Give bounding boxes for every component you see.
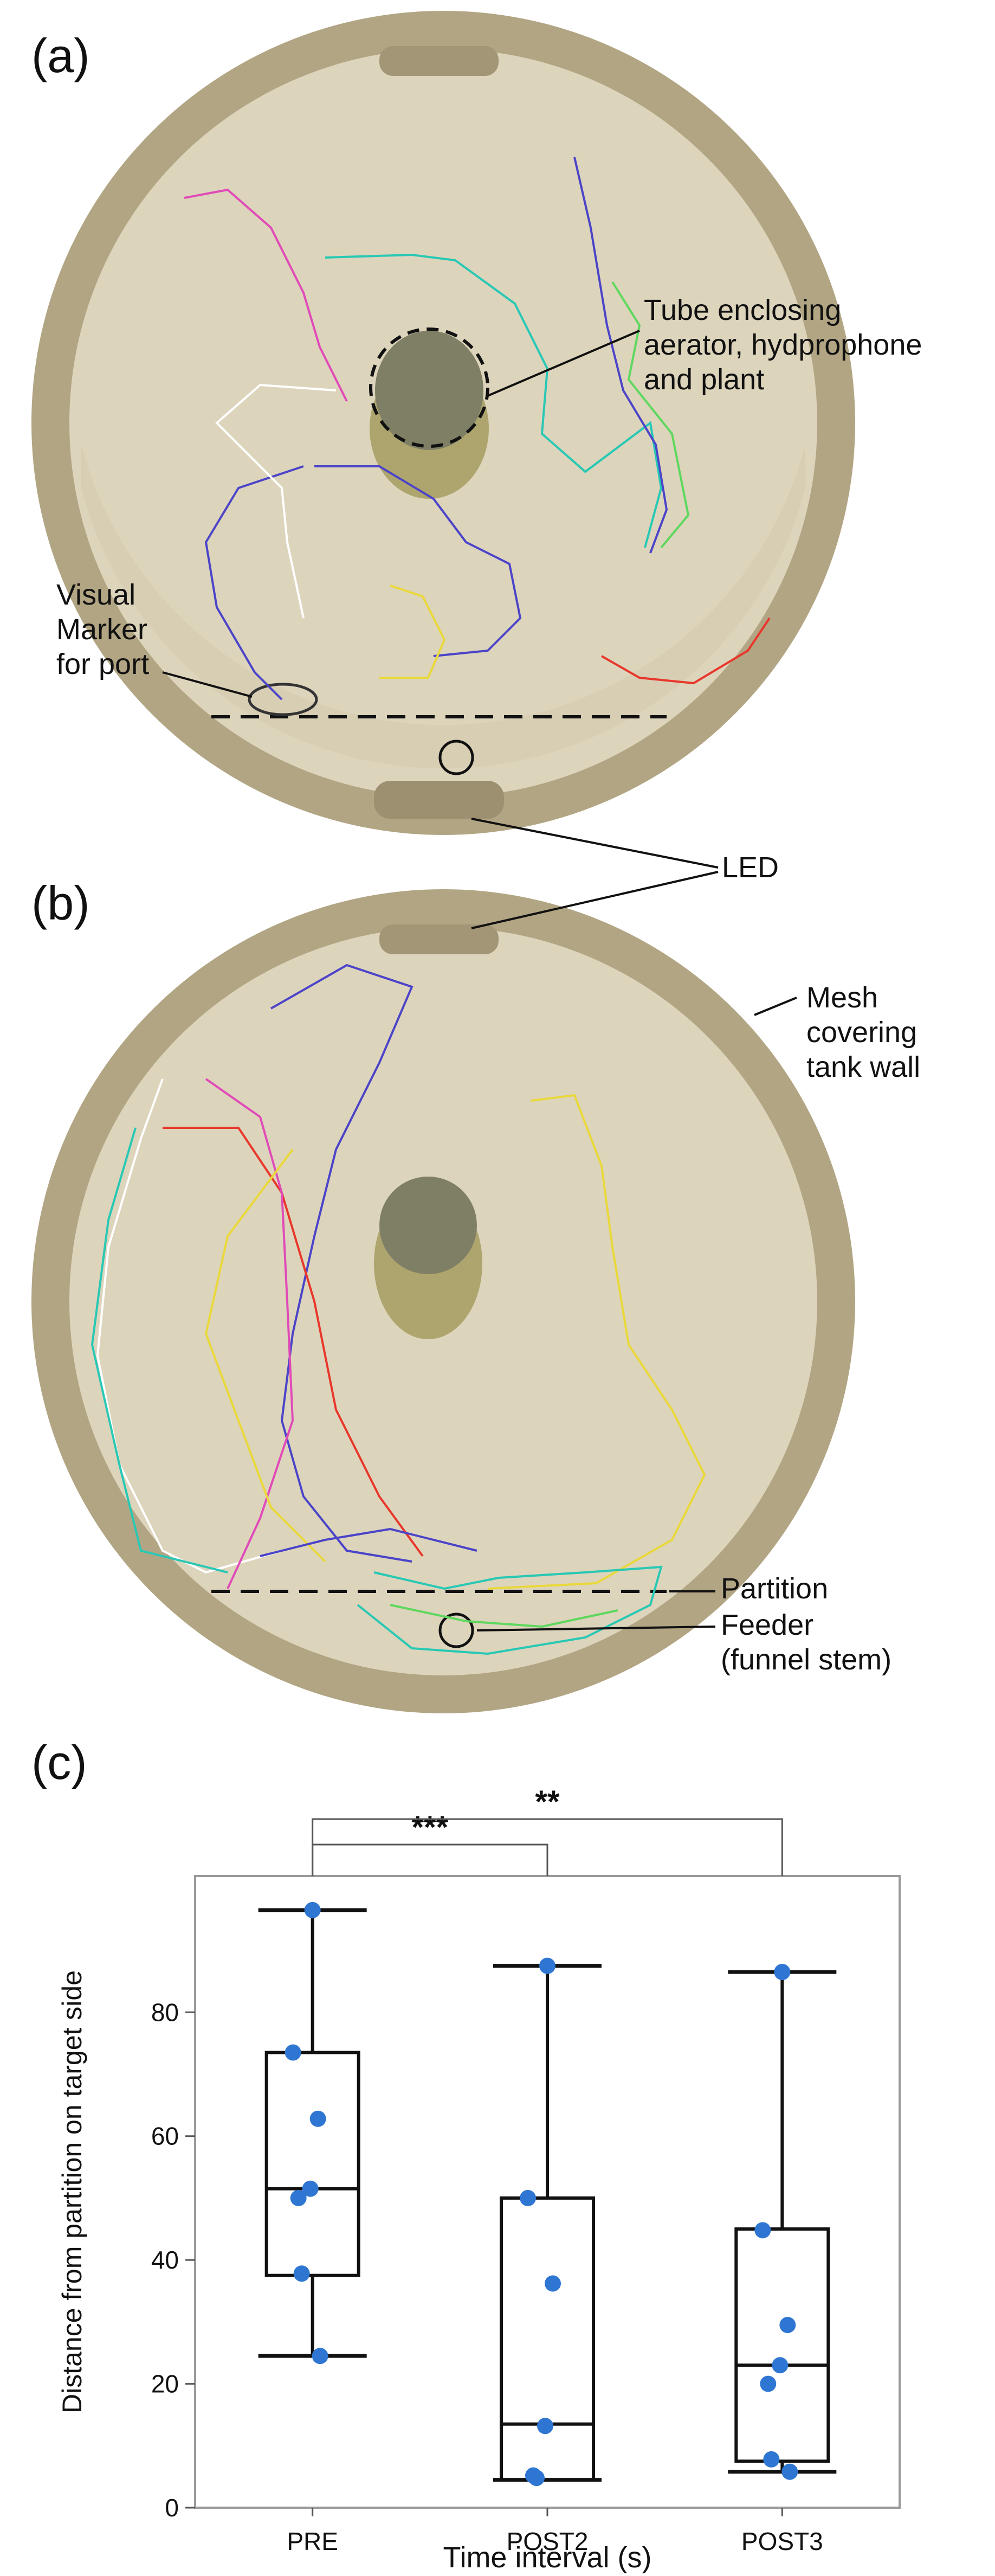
tank-a-trajectories [184, 157, 771, 701]
data-point [772, 2357, 789, 2374]
mesh-leader-line [754, 997, 797, 1016]
panel-label-c: (c) [31, 1736, 87, 1789]
tank-b-trajectories [91, 963, 706, 1655]
y-tick-label: 80 [151, 1998, 179, 2026]
panel-label-a: (a) [31, 29, 90, 82]
data-point [781, 2463, 798, 2480]
data-point [774, 1964, 791, 1981]
bracket-line [312, 1843, 548, 1876]
data-point [545, 2275, 561, 2292]
y-tick-label: 40 [151, 2246, 179, 2274]
data-point [760, 2375, 777, 2392]
iqr-box [264, 2051, 360, 2277]
tank-a-tube-dashed-circle [369, 327, 489, 448]
tank-b [31, 889, 855, 1713]
x-axis: PRE POST2 POST3 [287, 2508, 823, 2555]
mesh-callout-line-1: Mesh [806, 981, 878, 1014]
partition-callout: Partition [721, 1572, 829, 1605]
tank-a-top-shadow [379, 46, 499, 76]
tube-callout: Tube enclosing aerator, hydprophone and … [644, 293, 922, 397]
visual-marker-callout-line-1: Visual [56, 579, 136, 611]
tank-a-feeder [438, 740, 474, 775]
visual-marker-callout: Visual Marker for port [56, 577, 149, 682]
significance-brackets: ***** [312, 1784, 783, 1876]
x-tick-label: PRE [287, 2527, 338, 2555]
y-axis: 0 20 40 60 80 [151, 1998, 195, 2522]
y-tick-label: 20 [151, 2370, 179, 2398]
data-point [528, 2470, 545, 2487]
plot-frame [194, 1875, 901, 2509]
tube-leader-line [487, 330, 640, 397]
tank-b-tube [379, 1177, 477, 1274]
panel-label-b: (b) [31, 876, 90, 930]
mesh-callout: Mesh covering tank wall [806, 980, 920, 1084]
data-point [302, 2180, 319, 2197]
data-point [539, 1957, 555, 1974]
mesh-callout-line-3: tank wall [806, 1051, 921, 1083]
data-point [309, 2110, 326, 2127]
visual-marker-callout-line-3: for port [56, 648, 150, 680]
tank-a-visual-marker [248, 683, 318, 716]
x-axis-label: Time interval (s) [443, 2541, 651, 2574]
tube-callout-line-3: and plant [644, 363, 765, 396]
visual-marker-leader-line [162, 671, 253, 698]
feeder-callout-line-1: Feeder [721, 1609, 814, 1641]
y-tick-label: 60 [151, 2122, 179, 2150]
led-callout: LED [722, 851, 779, 884]
feeder-callout: Feeder (funnel stem) [721, 1608, 891, 1677]
significance-label: ** [535, 1784, 560, 1820]
significance-label: *** [411, 1810, 448, 1845]
significance-bracket: *** [312, 1810, 548, 1876]
led-leader-line-a [471, 818, 719, 869]
data-point [520, 2189, 536, 2206]
mesh-callout-line-2: covering [806, 1016, 918, 1049]
y-tick-label: 0 [165, 2494, 179, 2522]
tank-b-feeder [438, 1613, 474, 1648]
feeder-leader-line [476, 1626, 716, 1631]
data-point [525, 2467, 541, 2484]
boxes [258, 1902, 837, 2487]
tube-callout-line-2: aerator, hydprophone [644, 329, 922, 361]
visual-marker-callout-line-2: Marker [56, 613, 148, 646]
tank-a-tube [375, 331, 483, 450]
tube-callout-line-1: Tube enclosing [644, 294, 842, 326]
data-point [779, 2317, 796, 2334]
feeder-callout-line-2: (funnel stem) [721, 1643, 892, 1676]
iqr-box [734, 2227, 830, 2463]
y-axis-label: Distance from partition on target side [57, 1970, 87, 2413]
data-point [290, 2189, 307, 2206]
x-tick-label: POST2 [507, 2527, 589, 2555]
x-tick-label: POST3 [741, 2527, 823, 2555]
data-point [285, 2044, 301, 2061]
tank-illustrations [31, 11, 855, 1713]
data-point [293, 2265, 310, 2282]
box-post3 [728, 1964, 837, 2480]
tank-a [31, 11, 855, 835]
data-point [763, 2451, 780, 2468]
iqr-box [500, 2196, 595, 2482]
box-post2 [493, 1957, 602, 2487]
tank-b-led-shadow [379, 924, 499, 954]
led-leader-line-b [471, 871, 719, 929]
significance-bracket: ** [312, 1784, 783, 1876]
data-point [537, 2418, 553, 2434]
callout-lines [162, 330, 797, 1631]
data-point [304, 1902, 321, 1918]
data-point [754, 2222, 771, 2239]
bracket-line [312, 1818, 783, 1876]
data-point [312, 2348, 328, 2365]
tank-a-led-shadow [374, 781, 504, 819]
box-pre [258, 1902, 367, 2365]
